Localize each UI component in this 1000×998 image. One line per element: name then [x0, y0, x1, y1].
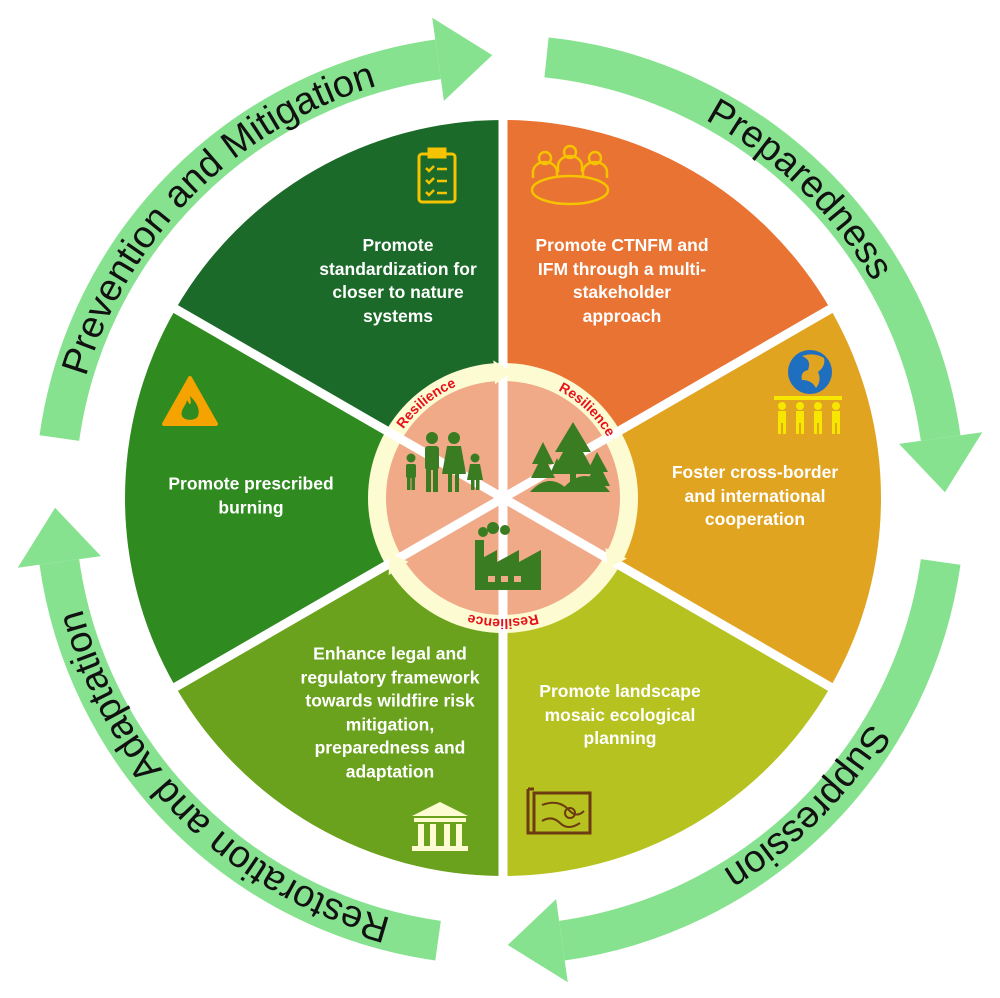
text-line: Foster cross-border — [671, 461, 839, 482]
inner-arrowhead — [605, 547, 628, 569]
arrowhead — [432, 17, 493, 101]
text-line: IFM through a multi- — [537, 258, 707, 279]
sector-divider — [171, 494, 506, 692]
map-icon — [526, 787, 592, 835]
text-line: burning — [218, 497, 284, 517]
text-line: cooperation — [704, 508, 806, 529]
sector-text-top-left: Promote standardization for closer to natu… — [319, 234, 477, 328]
text-line: and international — [684, 485, 826, 506]
text-line: mosaic ecological — [544, 704, 696, 725]
text-line: Promote prescribed — [168, 473, 334, 494]
sector-text-bottom-left: Enhance legal and regulatory framework tow… — [301, 643, 480, 784]
arrow-prevention — [39, 39, 441, 441]
arrowhead — [17, 507, 101, 568]
family-icon — [406, 432, 483, 492]
globe-people-icon — [774, 350, 842, 434]
institution-icon — [412, 802, 468, 851]
fire-warning-icon — [162, 376, 218, 426]
sector-divider — [500, 494, 835, 692]
resilience-label-3: Resilience — [465, 611, 540, 632]
text-line: towards wildfire risk — [305, 690, 475, 711]
text-line: stakeholder — [572, 282, 672, 302]
text-line: planning — [583, 727, 657, 748]
arrowhead — [899, 432, 983, 493]
arrow-suppression — [559, 559, 961, 961]
inner-ring-arrows — [388, 360, 628, 576]
text-line: closer to nature — [332, 282, 464, 302]
inner-arrowhead — [388, 553, 409, 576]
text-line: adaptation — [345, 761, 435, 781]
text-line: Promote landscape — [539, 680, 701, 701]
meeting-icon — [530, 144, 610, 206]
text-line: Enhance legal and — [313, 643, 467, 664]
text-line: systems — [362, 305, 434, 326]
text-line: Promote — [362, 235, 434, 255]
text-line: preparedness and — [314, 737, 466, 758]
outer-phase-arrows — [17, 17, 983, 983]
factory-icon — [475, 522, 541, 590]
sector-right — [503, 309, 881, 687]
text-line: mitigation, — [345, 714, 435, 734]
text-line: approach — [582, 305, 662, 326]
sector-text-left: Promote prescribed burning — [168, 473, 333, 520]
sector-left — [124, 309, 504, 687]
clipboard-icon — [417, 147, 457, 204]
text-line: Promote CTNFM and — [535, 235, 709, 255]
arrow-preparedness — [544, 37, 961, 441]
arrowhead — [507, 899, 568, 983]
inner-arrowhead — [493, 360, 512, 385]
text-line: regulatory framework — [300, 667, 480, 687]
text-line: standardization for — [319, 258, 477, 279]
arrow-restoration — [39, 559, 441, 961]
forest-icon — [530, 422, 610, 492]
